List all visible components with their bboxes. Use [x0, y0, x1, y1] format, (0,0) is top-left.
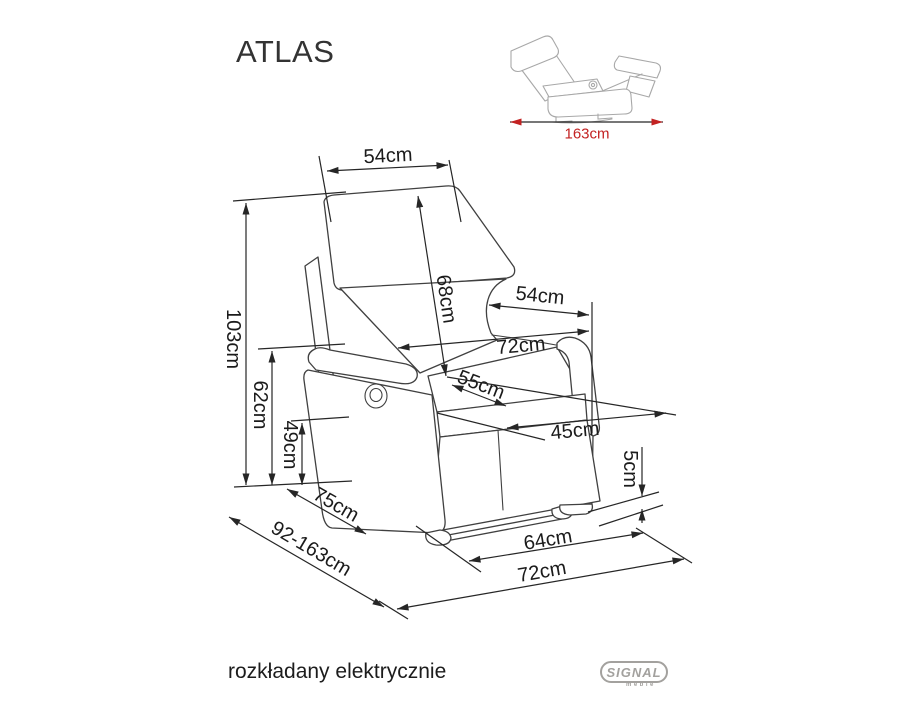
dim-label-front-width: 72cm	[516, 557, 568, 587]
armchair-line-drawing	[303, 185, 601, 546]
mini-body	[547, 88, 633, 118]
power-button-icon	[364, 383, 388, 409]
brand-logo-outline: SIGNAL	[600, 661, 668, 683]
power-button-inner	[369, 387, 383, 403]
brand-logo: SIGNAL meble	[600, 661, 672, 691]
dim-label-overall-height: 103cm	[222, 309, 244, 369]
front-left-foot	[425, 529, 452, 546]
base-front-seam	[497, 429, 504, 511]
mini-power-button-dot	[590, 82, 596, 88]
mini-head-pillow	[510, 35, 559, 73]
dim-seat-height: 49cm	[279, 416, 350, 485]
mini-footrest	[613, 55, 662, 79]
dim-front-width: 72cm	[378, 557, 685, 620]
brand-logo-text: SIGNAL	[606, 664, 662, 680]
dim-overall-width: 72cm	[397, 328, 590, 359]
dim-armrest-height: 62cm	[249, 343, 346, 485]
dim-label-overall-width: 72cm	[496, 333, 547, 359]
dim-overall-height: 103cm	[222, 191, 353, 488]
dim-headrest-width: 54cm	[318, 144, 462, 223]
mini-leg-flap	[625, 75, 656, 98]
dim-label-armrest-to-back: 54cm	[515, 283, 566, 310]
product-title: ATLAS	[236, 34, 335, 69]
brand-logo-subtext: meble	[626, 682, 656, 688]
dim-label-seat-height: 49cm	[279, 421, 301, 470]
dim-label-foot-clearance: 5cm	[619, 450, 641, 488]
mini-power-button-icon	[588, 80, 598, 90]
product-feature-note: rozkładany elektrycznie	[228, 660, 447, 683]
dim-foot-clearance: 5cm	[587, 447, 664, 527]
dim-label-reclined-length: 163cm	[564, 126, 609, 143]
dim-armrest-to-back: 54cm	[488, 283, 593, 433]
left-armrest-pad	[307, 347, 418, 385]
reclined-chair-sketch	[510, 35, 662, 124]
dim-reclined-length: 163cm	[510, 118, 663, 143]
dim-label-armrest-height: 62cm	[249, 381, 271, 430]
dim-seat-depth: 45cm	[436, 376, 677, 444]
dim-label-seat-depth: 45cm	[550, 418, 601, 444]
dim-label-base-front-width: 64cm	[522, 525, 574, 555]
rear-right-foot	[559, 503, 594, 516]
dim-label-headrest-width: 54cm	[363, 144, 413, 169]
